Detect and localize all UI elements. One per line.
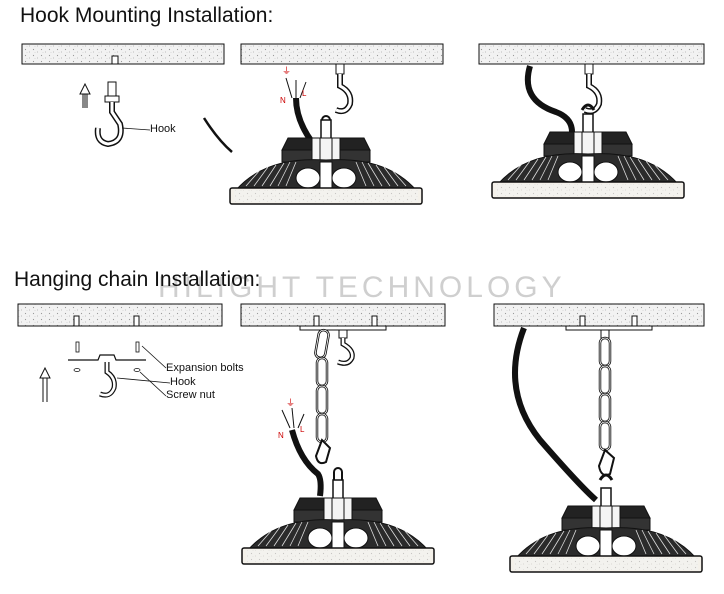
power-cable [512, 326, 598, 503]
screw-nut-label: Screw nut [166, 389, 215, 401]
svg-text:⏚: ⏚ [286, 398, 295, 408]
cable-arc [202, 117, 233, 153]
mounting-plate [68, 354, 146, 372]
expansion-bolts-label: Expansion bolts [166, 362, 244, 374]
expansion-bolts-icon [75, 341, 140, 353]
ceiling-hook [334, 63, 354, 115]
hook-icon [94, 81, 151, 148]
hook-label: Hook [150, 123, 176, 135]
chain-hook [314, 438, 332, 465]
hook-label: Hook [170, 376, 196, 388]
leader-lines [116, 345, 171, 397]
high-bay-lamp [491, 103, 685, 199]
high-bay-lamp [241, 467, 435, 565]
high-bay-lamp [509, 473, 703, 573]
svg-text:N: N [280, 96, 286, 105]
ceiling-slab [240, 43, 444, 65]
chain [313, 328, 331, 444]
wire-labels: N L ⏚ [278, 398, 305, 440]
ceiling-slab [478, 43, 705, 65]
ceiling-slab [240, 303, 446, 327]
ceiling-slab [21, 43, 225, 65]
hook-mounting-title: Hook Mounting Installation: [20, 4, 274, 27]
svg-text:L: L [302, 89, 307, 98]
svg-text:L: L [300, 425, 305, 434]
wire-labels: N L ⏚ [280, 66, 307, 105]
power-cable [524, 65, 575, 133]
hook-icon [99, 362, 117, 398]
high-bay-lamp [229, 115, 423, 205]
chain-mount [299, 325, 387, 366]
chain-mount [565, 325, 653, 339]
chain-hook [597, 448, 616, 476]
up-arrow [79, 82, 91, 108]
hanging-chain-title: Hanging chain Installation: [14, 268, 261, 291]
ceiling-slab [17, 303, 223, 327]
up-arrow [39, 366, 51, 402]
power-cable [281, 407, 324, 497]
ceiling-slab [493, 303, 705, 327]
chain [598, 336, 612, 452]
svg-text:N: N [278, 431, 284, 440]
watermark: HILIGHT TECHNOLOGY [158, 271, 566, 304]
ceiling-hook [583, 63, 603, 115]
svg-text:⏚: ⏚ [282, 66, 291, 76]
